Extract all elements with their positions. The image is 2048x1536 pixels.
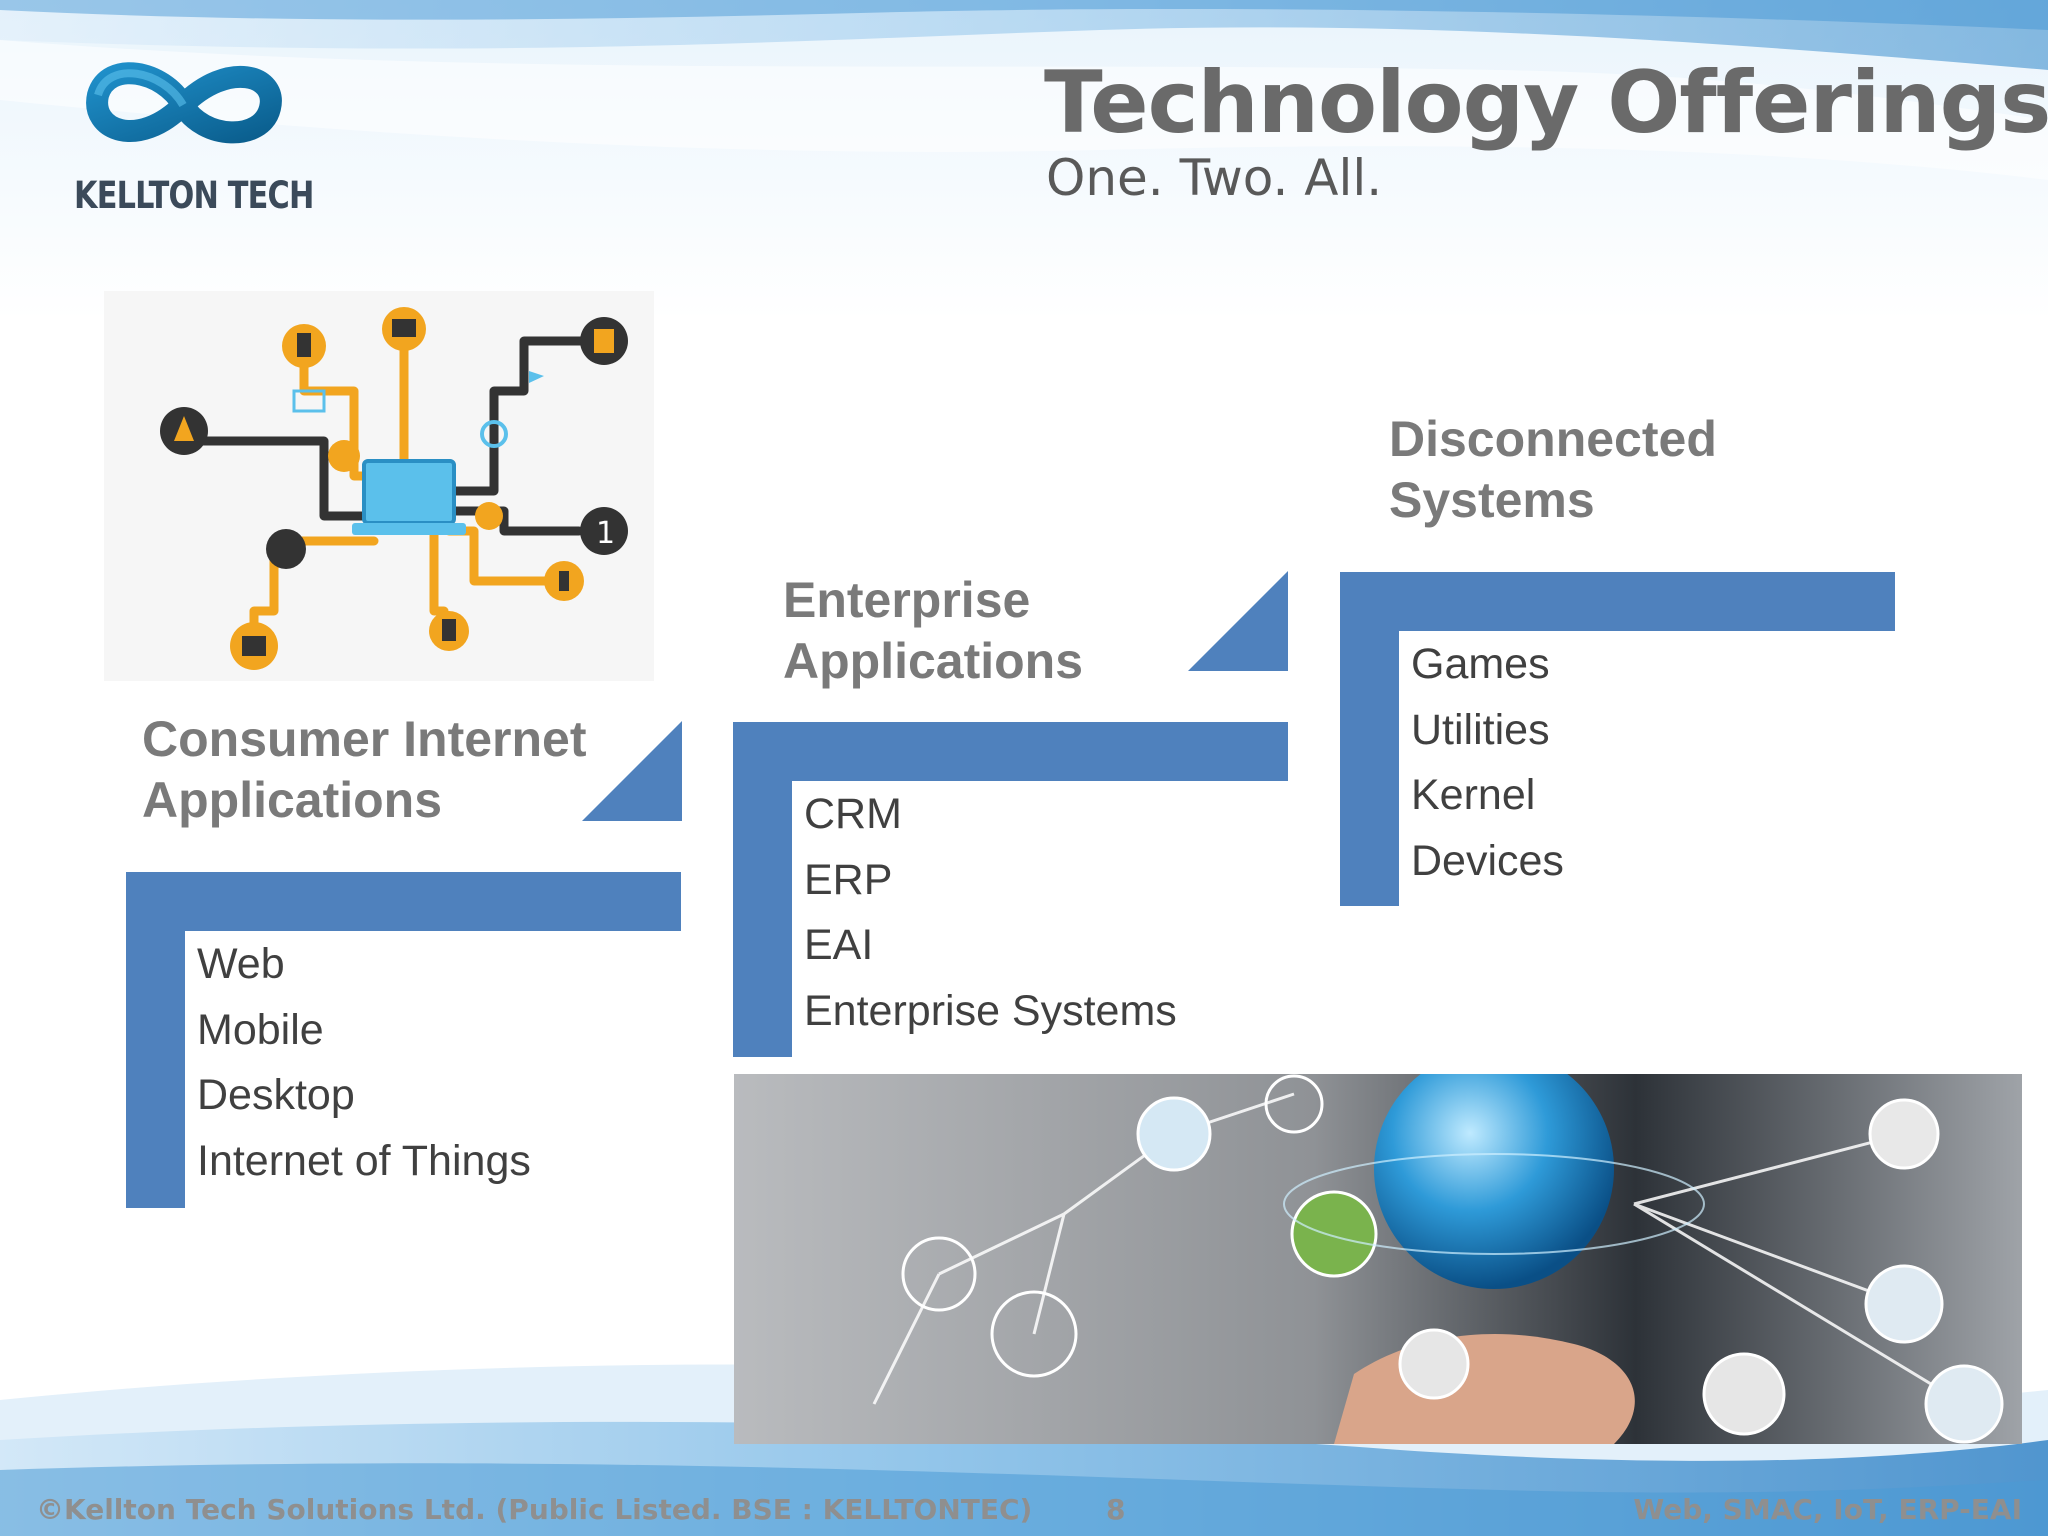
category-heading-line: Disconnected [1389, 411, 1717, 467]
top-wave-decoration [0, 0, 2048, 320]
page-subtitle: One. Two. All. [1046, 149, 1383, 207]
step-bar-horizontal [126, 872, 681, 931]
category-heading-enterprise: Enterprise Applications [783, 570, 1083, 692]
list-item: Games [1411, 640, 1550, 688]
logo-text: KELLTON TECH [74, 174, 314, 217]
list-item: CRM [804, 790, 902, 838]
globe-network-photo [734, 1074, 2022, 1444]
disconnected-items-list: Games Utilities Kernel Devices [1411, 632, 1564, 894]
list-item: ERP [804, 855, 893, 904]
category-heading-line: Applications [142, 772, 443, 828]
list-item: Web [197, 940, 285, 988]
step-bar-vertical [733, 722, 792, 1057]
list-item: Mobile [197, 1005, 324, 1054]
category-heading-line: Enterprise [783, 572, 1031, 628]
step-arrow-icon [582, 721, 682, 821]
list-item: Enterprise Systems [804, 986, 1177, 1035]
step-bar-vertical [126, 872, 185, 1208]
step-bar-horizontal [1340, 572, 1895, 631]
iot-network-illustration: 1 [104, 291, 654, 681]
infinity-logo-icon [86, 62, 282, 144]
list-item: Kernel [1411, 771, 1536, 819]
category-heading-disconnected: Disconnected Systems [1389, 409, 1717, 531]
list-item: Internet of Things [197, 1136, 531, 1185]
list-item: EAI [804, 921, 874, 969]
category-heading-line: Applications [783, 633, 1084, 689]
svg-text:1: 1 [596, 516, 615, 551]
list-item: Devices [1411, 836, 1564, 885]
category-heading-line: Consumer Internet [142, 711, 587, 767]
step-bar-vertical [1340, 572, 1399, 906]
step-bar-horizontal [733, 722, 1288, 781]
footer-copyright: ©Kellton Tech Solutions Ltd. (Public Lis… [36, 1493, 1033, 1526]
list-item: Desktop [197, 1071, 355, 1119]
category-heading-consumer: Consumer Internet Applications [142, 709, 587, 831]
company-logo: KELLTON TECH [62, 50, 314, 230]
footer-tagline: Web, SMAC, IoT, ERP-EAI [1633, 1493, 2022, 1526]
consumer-items-list: Web Mobile Desktop Internet of Things [197, 932, 531, 1194]
list-item: Utilities [1411, 705, 1550, 754]
page-title: Technology Offerings [1044, 53, 2048, 153]
footer-page-number: 8 [1106, 1493, 1126, 1526]
enterprise-items-list: CRM ERP EAI Enterprise Systems [804, 782, 1177, 1044]
step-arrow-icon [1188, 571, 1288, 671]
category-heading-line: Systems [1389, 472, 1595, 528]
